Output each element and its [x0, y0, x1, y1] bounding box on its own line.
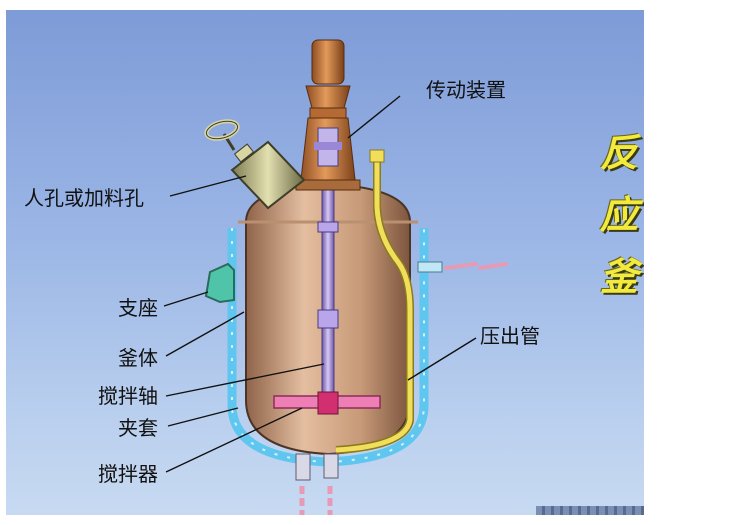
reactor-diagram	[163, 39, 508, 515]
support-bracket	[204, 262, 235, 304]
leader-lines	[163, 95, 477, 473]
agitator-shaft-shape	[321, 179, 335, 411]
bottom-nozzle-right	[323, 453, 339, 479]
label-body: 釜体	[118, 346, 158, 370]
bottom-nozzle-left	[295, 453, 311, 481]
drive-assembly	[295, 39, 361, 191]
label-manhole: 人孔或加料孔	[24, 186, 144, 210]
label-shaft: 搅拌轴	[98, 384, 158, 408]
title-char-2: 应	[600, 192, 639, 237]
label-outlet-pipe: 压出管	[480, 324, 540, 348]
footer-watermark-strip	[536, 506, 644, 515]
label-drive: 传动装置	[426, 78, 506, 102]
label-agitator: 搅拌器	[98, 462, 158, 486]
label-jacket: 夹套	[118, 416, 158, 440]
title-char-1: 反	[600, 130, 639, 175]
title-char-3: 釜	[600, 254, 639, 299]
manhole-assembly	[204, 119, 306, 210]
label-support: 支座	[118, 296, 158, 320]
diagram-panel: 传动装置 人孔或加料孔 支座 釜体 搅拌轴 夹套 搅拌器 压出管 反 应 釜	[6, 10, 644, 515]
jacket-nozzle	[417, 261, 443, 273]
